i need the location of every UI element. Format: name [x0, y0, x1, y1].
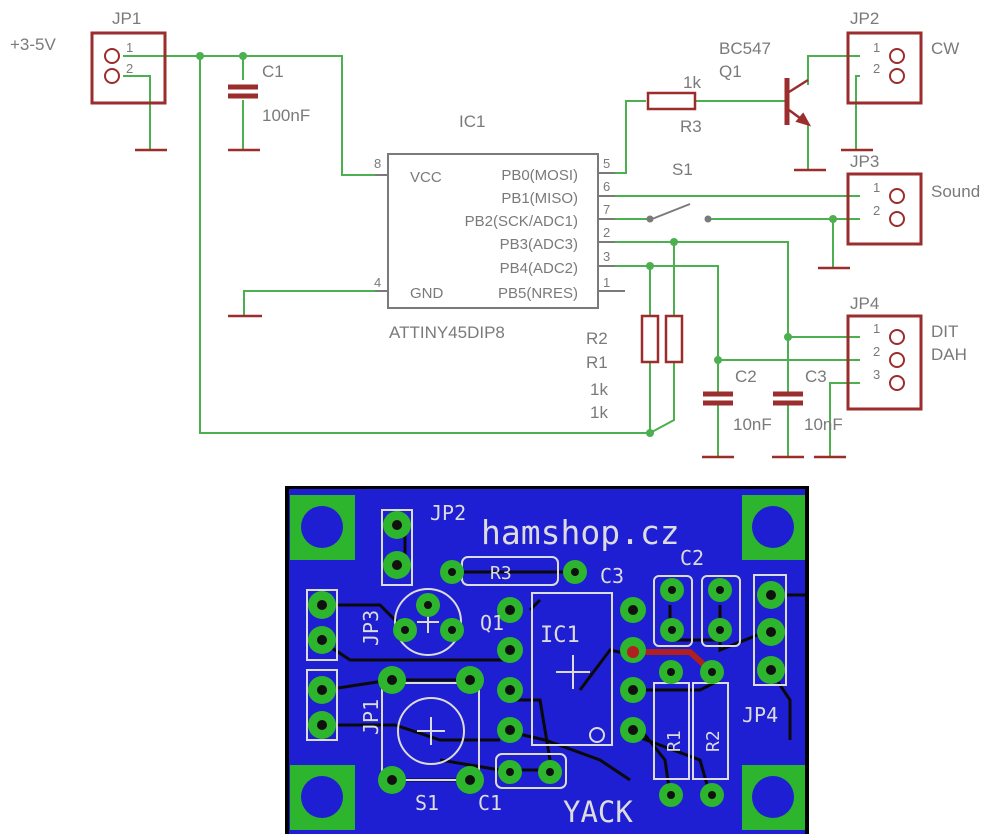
ic1-pin-pb3: PB3(ADC3) [500, 236, 578, 253]
ic1-pin-gnd: GND [410, 285, 444, 302]
jp2-label: CW [931, 39, 959, 58]
c3-value: 10nF [804, 415, 843, 434]
pcb-ref-jp4: JP4 [742, 703, 778, 727]
s1-name: S1 [672, 160, 693, 179]
pcb-silkscreen-text: hamshop.cz YACK JP2 R3 C3 C2 JP3 Q1 IC1 … [359, 501, 778, 829]
jp1-name: JP1 [112, 9, 141, 28]
ic1-pin1-num: 1 [603, 275, 610, 290]
jp3-pin2: 2 [873, 203, 880, 218]
jp2-pin1: 1 [873, 40, 880, 55]
ic1-pin4-num: 4 [374, 275, 381, 290]
jp3-name: JP3 [850, 152, 879, 171]
mounting-holes [290, 495, 805, 830]
jp4-label-dit: DIT [931, 322, 958, 341]
pcb-ref-jp1: JP1 [359, 699, 383, 735]
jp4-pin3: 3 [873, 367, 880, 382]
ic1-pin-vcc: VCC [410, 169, 442, 186]
jp1-label: +3-5V [10, 35, 56, 54]
pcb-ref-q1: Q1 [480, 611, 504, 635]
s1-switch [646, 203, 712, 223]
schematic-labels: JP1 +3-5V 1 2 C1 100nF IC1 ATTINY45DIP8 … [10, 9, 980, 434]
ic1-pin2-num: 2 [603, 225, 610, 240]
ic1-part: ATTINY45DIP8 [389, 323, 505, 342]
pcb-ref-jp2: JP2 [430, 501, 466, 525]
pcb-brand: hamshop.cz [481, 513, 680, 552]
jp4-pin2: 2 [873, 344, 880, 359]
jp1-pin1: 1 [126, 40, 133, 55]
junction-dots [196, 52, 837, 437]
pcb-ref-r2: R2 [703, 730, 724, 752]
schematic-diagram: JP1 +3-5V 1 2 C1 100nF IC1 ATTINY45DIP8 … [10, 9, 980, 459]
pcb-title: YACK [563, 795, 633, 829]
jp2-body [846, 31, 923, 105]
ic1-body [375, 153, 625, 309]
ic1-pin-pb4: PB4(ADC2) [500, 260, 578, 277]
c2-value: 10nF [733, 415, 772, 434]
jp1-pin2: 2 [126, 61, 133, 76]
c3-name: C3 [805, 367, 827, 386]
c1-outline [495, 753, 567, 789]
ic1-pin5-num: 5 [603, 156, 610, 171]
jp2-name: JP2 [850, 9, 879, 28]
jp3-outline [306, 589, 338, 661]
jp3-label: Sound [931, 182, 980, 201]
pcb-ref-jp3: JP3 [359, 610, 383, 646]
jp2-pin2: 2 [873, 61, 880, 76]
jp3-body [846, 172, 923, 246]
jp3-pin1: 1 [873, 180, 880, 195]
r3-value: 1k [683, 73, 701, 92]
c2-name: C2 [735, 367, 757, 386]
ic1-pin6-num: 6 [603, 179, 610, 194]
jp1-outline [306, 669, 338, 741]
pcb-ref-c3: C3 [600, 564, 624, 588]
c1-value: 100nF [262, 106, 310, 125]
jp4-outline [753, 574, 787, 686]
c1-name: C1 [262, 62, 284, 81]
c2-outline [701, 575, 741, 647]
r1-value: 1k [590, 403, 608, 422]
pcb-ref-s1: S1 [415, 791, 439, 815]
ic1-pin7-num: 7 [603, 202, 610, 217]
ic1-pin-pb1: PB1(MISO) [501, 190, 578, 207]
pcb-ref-c1: C1 [478, 791, 502, 815]
pcb-ref-r3: R3 [490, 563, 512, 584]
jp1-body [90, 31, 167, 105]
ic1-name: IC1 [459, 112, 485, 131]
jp4-pin1: 1 [873, 321, 880, 336]
r1-name: R1 [586, 353, 608, 372]
pcb-ref-c2: C2 [680, 546, 704, 570]
jp4-name: JP4 [850, 294, 879, 313]
ic1-pin-pb2: PB2(SCK/ADC1) [465, 213, 578, 230]
jp4-label-dah: DAH [931, 345, 967, 364]
jp4-body [846, 314, 923, 411]
q1-part: BC547 [719, 39, 771, 58]
ic1-pin8-num: 8 [374, 156, 381, 171]
q1-outline [394, 588, 462, 656]
silkscreen-outlines [306, 509, 787, 789]
pcb-ref-r1: R1 [664, 730, 685, 752]
ic1-pin-pb0: PB0(MOSI) [501, 167, 578, 184]
r3-name: R3 [680, 117, 702, 136]
pcb-pads [308, 511, 785, 807]
jp2-outline [381, 509, 413, 586]
r2-value: 1k [590, 380, 608, 399]
pcb-ref-ic1: IC1 [540, 623, 580, 648]
c3-outline [653, 575, 693, 647]
s1-outline [381, 682, 480, 781]
q1-name: Q1 [719, 62, 742, 81]
part-symbols [90, 31, 923, 459]
ic1-outline [531, 592, 613, 746]
ic1-pin-pb5: PB5(NRES) [498, 285, 578, 302]
ic1-pin3-num: 3 [603, 249, 610, 264]
r2-name: R2 [586, 329, 608, 348]
